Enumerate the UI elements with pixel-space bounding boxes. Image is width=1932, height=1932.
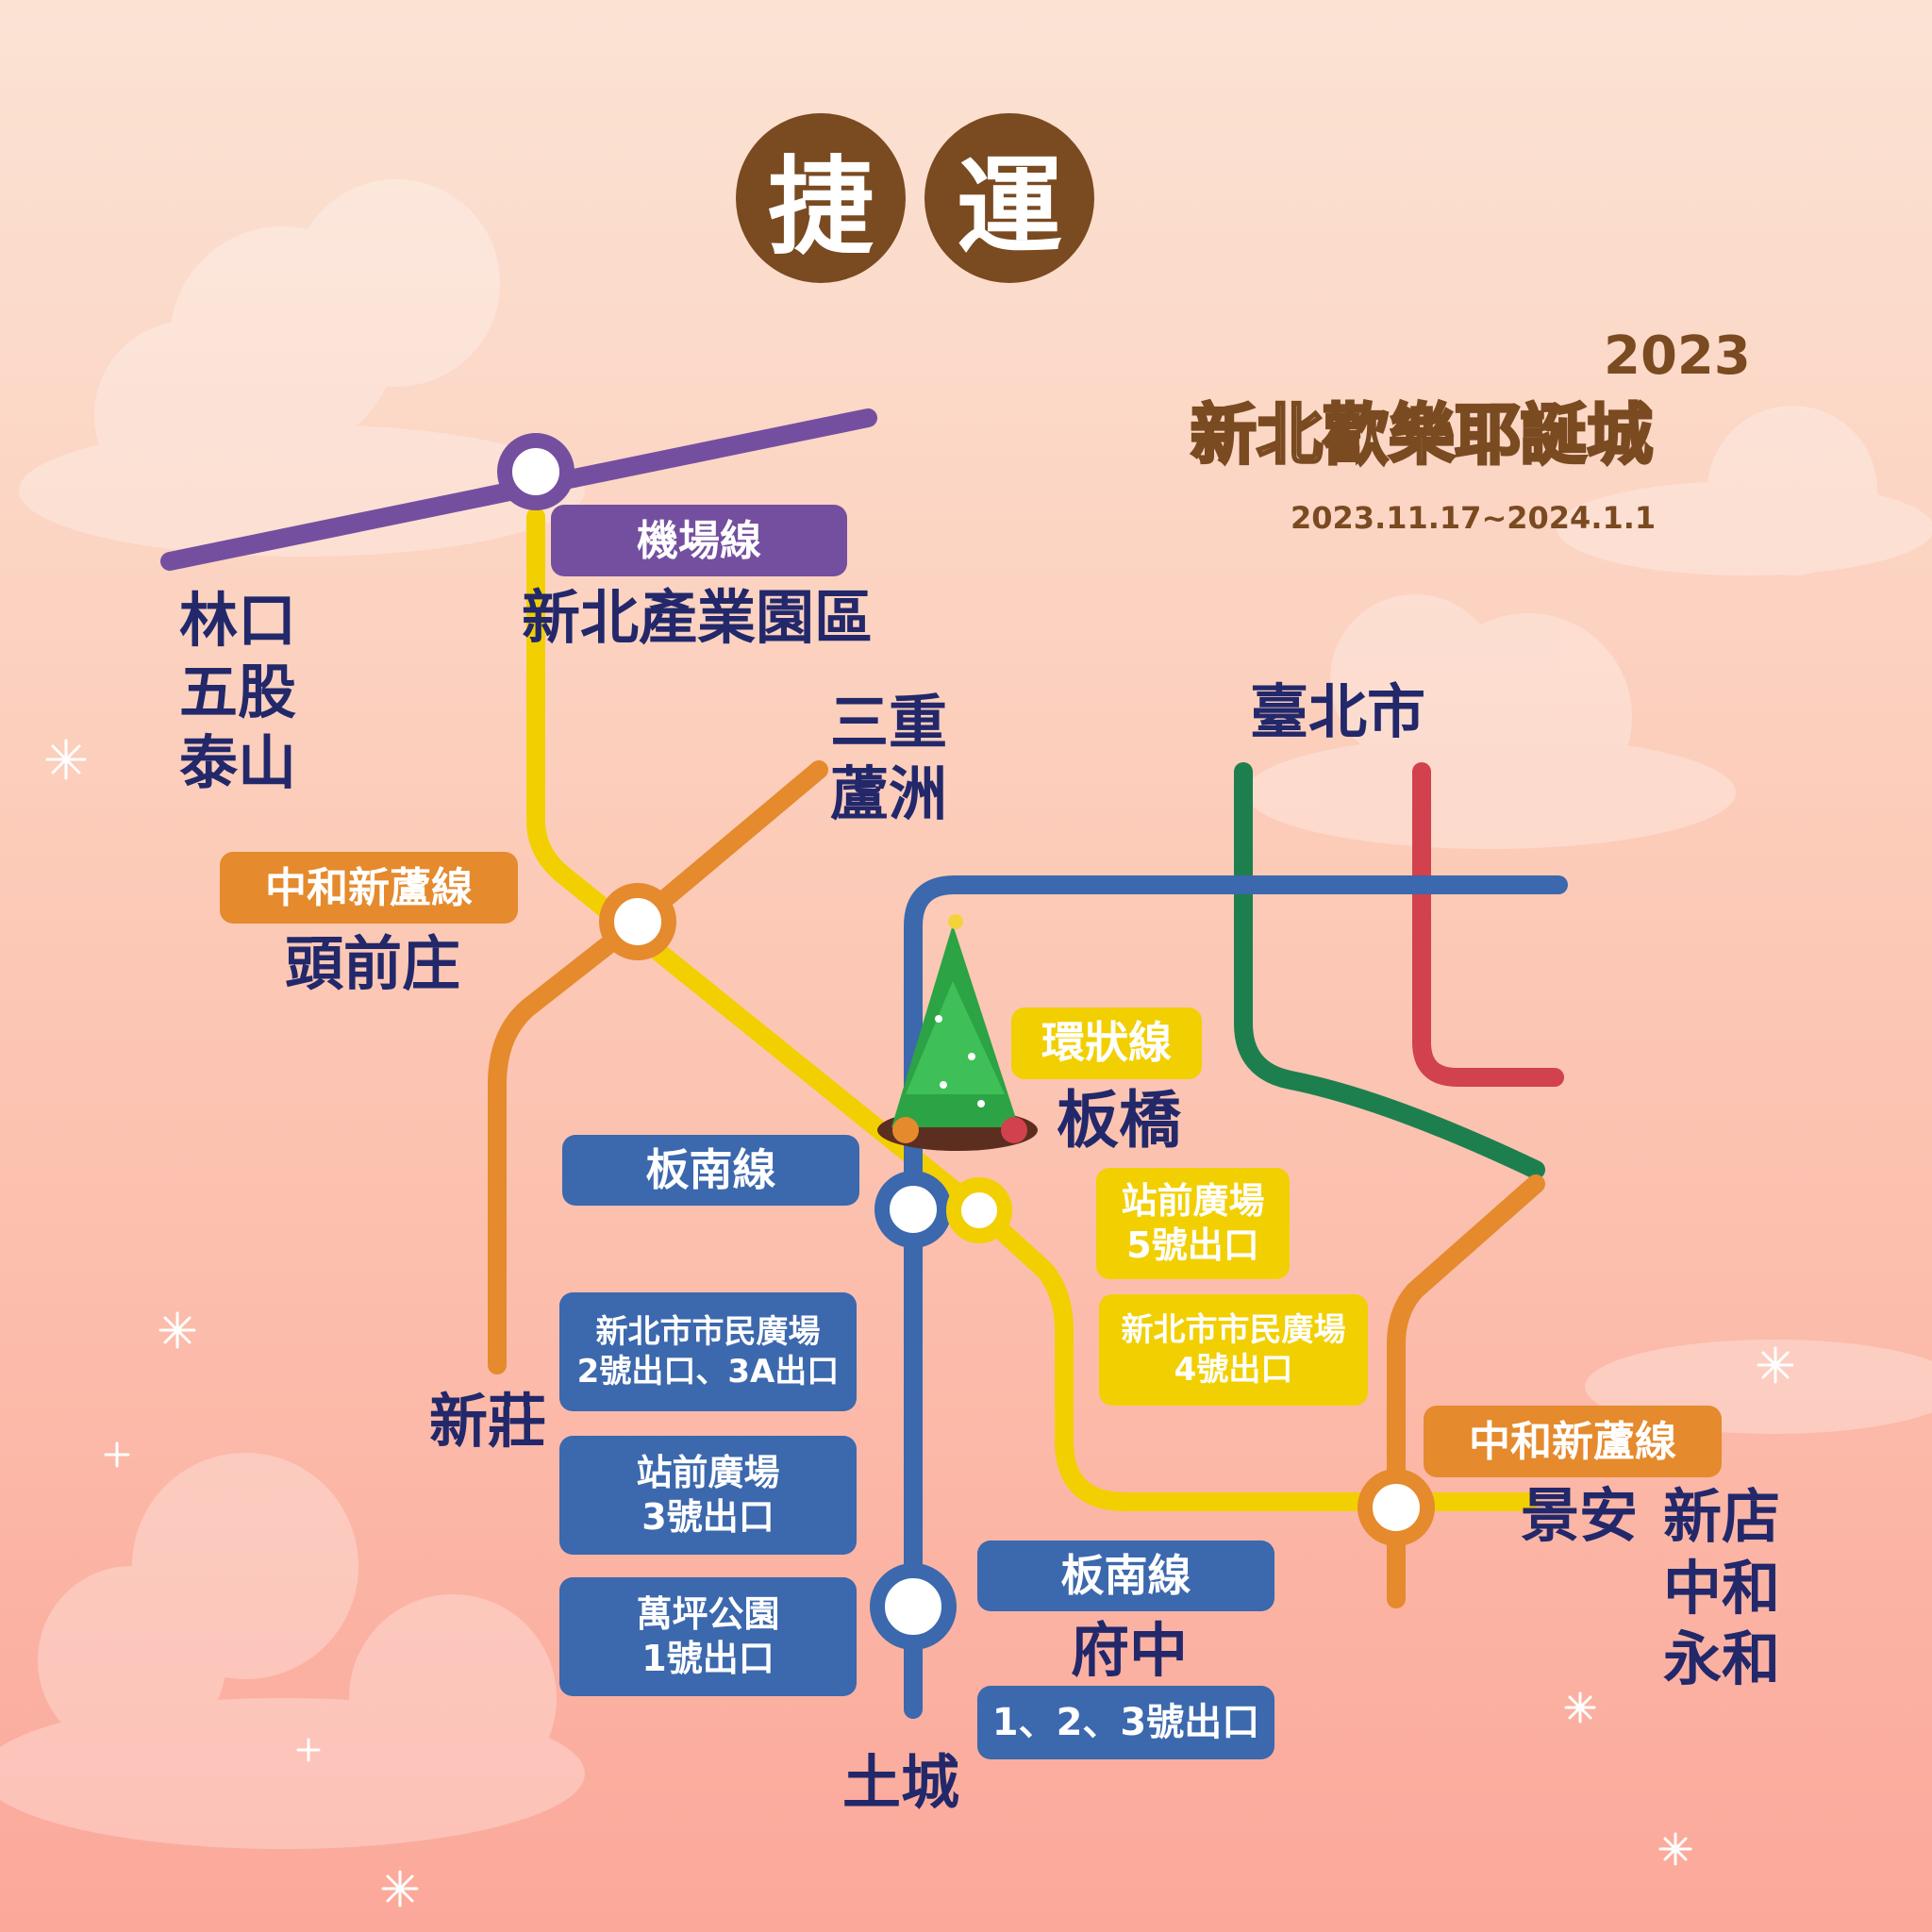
- snowflake-icon: [45, 739, 1794, 1907]
- station-touqianzhuang: 頭前庄: [285, 929, 461, 998]
- title-char-2: 運: [924, 113, 1094, 283]
- station-banqiao: 板橋: [1057, 1084, 1181, 1157]
- zhonghe-line-east: [1387, 1174, 1545, 1608]
- exit-station-front-3: 站前廣場 3號出口: [559, 1436, 857, 1555]
- station-ring-banqiao-bannan: [874, 1171, 952, 1248]
- event-year: 2023: [1604, 325, 1751, 387]
- tag-circular-line: 環狀線: [1011, 1008, 1202, 1079]
- station-linkou-wugu-taishan: 林口 五股 泰山: [179, 586, 297, 798]
- station-taipei-city: 臺北市: [1250, 677, 1426, 746]
- tag-airport-line: 機場線: [551, 505, 847, 576]
- station-xinzhuang: 新莊: [429, 1387, 547, 1456]
- station-ring-touqianzhuang: [599, 883, 676, 960]
- station-tucheng: 土城: [842, 1748, 960, 1817]
- station-ring-banqiao-circular: [946, 1177, 1012, 1243]
- christmas-tree-icon: [877, 914, 1038, 1151]
- station-ring-jingan: [1357, 1469, 1435, 1546]
- station-sanchong-luzhou: 三重 蘆洲: [830, 688, 948, 828]
- event-dates: 2023.11.17~2024.1.1: [1291, 500, 1657, 536]
- station-jingan: 景安: [1521, 1481, 1639, 1550]
- station-xindian-zhonghe-yonghe: 新店 中和 永和: [1663, 1482, 1781, 1694]
- circular-line: [526, 508, 1538, 1511]
- station-ring-fuzhong: [870, 1563, 957, 1650]
- red-line: [1412, 762, 1564, 1087]
- title-char-1: 捷: [736, 113, 906, 283]
- tag-zhonghe-xinlu-line-west: 中和新蘆線: [220, 852, 518, 924]
- tag-bannan-line-top: 板南線: [562, 1135, 859, 1206]
- station-fuzhong: 府中: [1071, 1616, 1189, 1685]
- tag-zhonghe-xinlu-line-east: 中和新蘆線: [1424, 1406, 1722, 1477]
- exit-citizen-plaza-2-3a: 新北市市民廣場 2號出口、3A出口: [559, 1292, 857, 1411]
- tag-bannan-line-bottom: 板南線: [977, 1541, 1274, 1611]
- exit-wanping-park-1: 萬坪公園 1號出口: [559, 1577, 857, 1696]
- event-name: 新北歡樂耶誕城: [1190, 395, 1655, 475]
- exit-station-front-5: 站前廣場 5號出口: [1096, 1168, 1290, 1279]
- exit-citizen-plaza-4: 新北市市民廣場 4號出口: [1099, 1294, 1368, 1406]
- station-ring-industrial: [497, 433, 575, 510]
- station-xinbei-industrial-park: 新北產業園區: [522, 583, 874, 652]
- green-line: [1234, 762, 1545, 1179]
- exit-fuzhong-1-2-3: 1、2、3號出口: [977, 1686, 1274, 1759]
- bannan-line: [904, 875, 1568, 1719]
- zhonghe-line-west: [488, 760, 828, 1374]
